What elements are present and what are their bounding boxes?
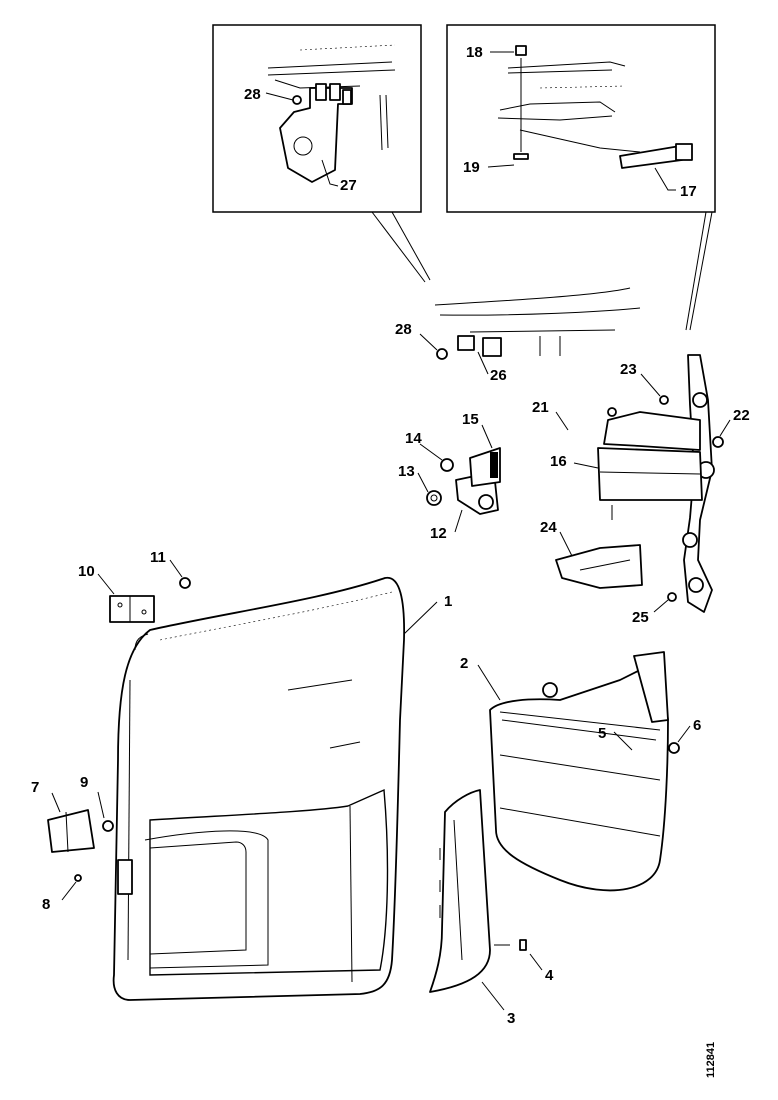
callout-15: 15 xyxy=(462,411,479,428)
callout-28: 28 xyxy=(395,321,412,338)
lower-hinge: 7 9 8 xyxy=(31,774,133,913)
reference-number: 112841 xyxy=(705,1042,717,1078)
projection-line xyxy=(391,211,431,281)
callout-28-inset: 28 xyxy=(244,86,261,103)
callout-2: 2 xyxy=(460,655,468,672)
projection-line xyxy=(685,211,707,331)
callout-27: 27 xyxy=(340,177,357,194)
callout-18: 18 xyxy=(466,44,483,61)
callout-21: 21 xyxy=(532,399,549,416)
callout-3: 3 xyxy=(507,1010,515,1027)
hinge-plate-inset xyxy=(279,87,353,183)
callout-25: 25 xyxy=(632,609,649,626)
callout-8: 8 xyxy=(42,896,50,913)
lock-bracket-group: 14 13 15 12 xyxy=(398,411,501,542)
callout-19: 19 xyxy=(463,159,480,176)
door-shell xyxy=(112,577,406,1001)
door-panel: 1 xyxy=(112,577,452,1001)
hinge-arm-group: 23 21 22 16 24 25 xyxy=(532,354,750,626)
inset-hinge-detail: 28 27 xyxy=(212,24,422,213)
trim-strip xyxy=(429,789,491,993)
callout-22: 22 xyxy=(733,407,750,424)
callout-10: 10 xyxy=(78,563,95,580)
callout-26: 26 xyxy=(490,367,507,384)
callout-14: 14 xyxy=(405,430,422,447)
inset-gas-strut-detail: 18 19 17 xyxy=(446,24,716,213)
callout-17: 17 xyxy=(680,183,697,200)
callout-24: 24 xyxy=(540,519,557,536)
top-hinge: 10 11 xyxy=(78,549,191,623)
inner-liner xyxy=(489,659,669,892)
callout-13: 13 xyxy=(398,463,415,480)
callout-12: 12 xyxy=(430,525,447,542)
door-recess xyxy=(149,788,389,976)
callout-16: 16 xyxy=(550,453,567,470)
callout-4: 4 xyxy=(545,967,554,984)
projection-line xyxy=(689,211,713,331)
callout-9: 9 xyxy=(80,774,88,791)
door-hinge-group: 28 26 xyxy=(395,287,641,384)
callout-23: 23 xyxy=(620,361,637,378)
callout-6: 6 xyxy=(693,717,701,734)
callout-5: 5 xyxy=(598,725,606,742)
callout-11: 11 xyxy=(150,549,166,566)
callout-1: 1 xyxy=(444,593,452,610)
callout-7: 7 xyxy=(31,779,39,796)
side-trim: 4 3 xyxy=(429,789,554,1027)
projection-line xyxy=(371,211,426,283)
inner-panel: 2 5 6 xyxy=(460,651,701,892)
